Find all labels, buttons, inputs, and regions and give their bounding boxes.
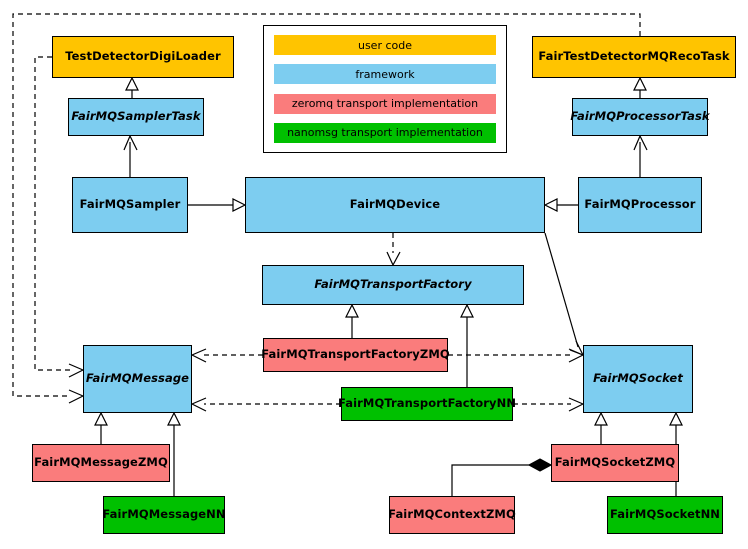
class-box-fairmqmessagezmq[interactable]: FairMQMessageZMQ: [32, 444, 170, 482]
edge-digiloader-message: [34, 56, 71, 371]
class-box-fairmqsampler[interactable]: FairMQSampler: [72, 177, 188, 233]
class-box-label: FairMQDevice: [349, 197, 441, 212]
class-box-label: FairMQTransportFactoryZMQ: [261, 347, 450, 362]
open-arrow: [123, 135, 138, 151]
generalization-arrow: [125, 76, 139, 91]
class-box-label: FairTestDetectorMQRecoTask: [538, 49, 730, 64]
class-box-label: FairMQSamplerTask: [71, 109, 201, 124]
legend-item-user-code: user code: [274, 35, 496, 55]
class-box-label: TestDetectorDigiLoader: [65, 49, 221, 64]
class-box-fairmqtransportfactoryzmq[interactable]: FairMQTransportFactoryZMQ: [261, 338, 450, 372]
legend-label: zeromq transport implementation: [291, 97, 479, 111]
generalization-arrow: [345, 303, 359, 318]
class-box-label: FairMQSampler: [79, 197, 181, 212]
class-box-fairmqsocketzmq[interactable]: FairMQSocketZMQ: [551, 444, 679, 482]
open-arrow: [569, 340, 584, 356]
class-box-label: FairMQProcessor: [584, 197, 696, 212]
class-box-fairmqtransportfactory[interactable]: FairMQTransportFactory: [262, 265, 524, 305]
class-box-fairmqprocessor[interactable]: FairMQProcessor: [578, 177, 702, 233]
generalization-arrow: [167, 411, 181, 426]
class-box-label: FairMQTransportFactoryNN: [337, 396, 517, 411]
class-box-fairmqsocket[interactable]: FairMQSocket: [583, 345, 693, 413]
class-box-label: FairMQTransportFactory: [314, 277, 472, 292]
class-box-fairmqcontextzmq[interactable]: FairMQContextZMQ: [388, 496, 516, 534]
generalization-arrow: [94, 411, 108, 426]
edge-contextzmq-socketzmq: [451, 464, 538, 496]
class-box-label: FairMQContextZMQ: [388, 507, 516, 522]
generalization-arrow: [460, 303, 474, 318]
open-arrow: [633, 135, 648, 151]
class-box-fairtestdetectormqrecotask[interactable]: FairTestDetectorMQRecoTask: [532, 36, 736, 78]
generalization-arrow: [543, 198, 558, 212]
legend-item-nanomsg: nanomsg transport implementation: [274, 122, 496, 143]
class-box-fairmqprocessortask[interactable]: FairMQProcessorTask: [570, 98, 710, 136]
open-arrow: [191, 348, 207, 363]
open-arrow: [386, 251, 401, 266]
composition-diamond: [527, 458, 553, 472]
class-box-label: FairMQMessageNN: [102, 507, 226, 522]
class-box-fairmqmessage[interactable]: FairMQMessage: [83, 345, 192, 413]
class-box-fairmqdevice[interactable]: FairMQDevice: [245, 177, 545, 233]
class-box-label: FairMQSocket: [593, 371, 683, 386]
class-box-label: FairMQSocketZMQ: [554, 455, 676, 470]
open-arrow: [568, 397, 584, 412]
class-box-fairmqtransportfactorynn[interactable]: FairMQTransportFactoryNN: [337, 387, 517, 421]
legend-label: nanomsg transport implementation: [287, 126, 483, 140]
open-arrow: [191, 397, 207, 412]
legend-label: framework: [355, 67, 415, 81]
class-box-label: FairMQSocketNN: [609, 507, 721, 522]
class-box-fairmqsamplertask[interactable]: FairMQSamplerTask: [68, 98, 204, 136]
edge-device-socket: [544, 232, 579, 348]
generalization-arrow: [232, 198, 247, 212]
open-arrow: [68, 363, 84, 378]
generalization-arrow: [633, 76, 647, 91]
legend-item-zeromq: zeromq transport implementation: [274, 93, 496, 114]
generalization-arrow: [594, 411, 608, 426]
legend-item-framework: framework: [274, 64, 496, 85]
legend-label: user code: [357, 38, 413, 52]
class-box-fairmqsocketnn[interactable]: FairMQSocketNN: [607, 496, 723, 534]
generalization-arrow: [669, 411, 683, 426]
class-box-fairmqmessagenn[interactable]: FairMQMessageNN: [102, 496, 226, 534]
class-box-testdetectordigiloader[interactable]: TestDetectorDigiLoader: [52, 36, 234, 78]
open-arrow: [568, 348, 584, 363]
class-box-label: FairMQProcessorTask: [570, 109, 710, 124]
legend: user code framework zeromq transport imp…: [263, 25, 507, 153]
open-arrow: [68, 389, 84, 404]
edge-recotask-message: [12, 13, 641, 397]
class-box-label: FairMQMessage: [85, 371, 190, 386]
class-box-label: FairMQMessageZMQ: [34, 455, 168, 470]
